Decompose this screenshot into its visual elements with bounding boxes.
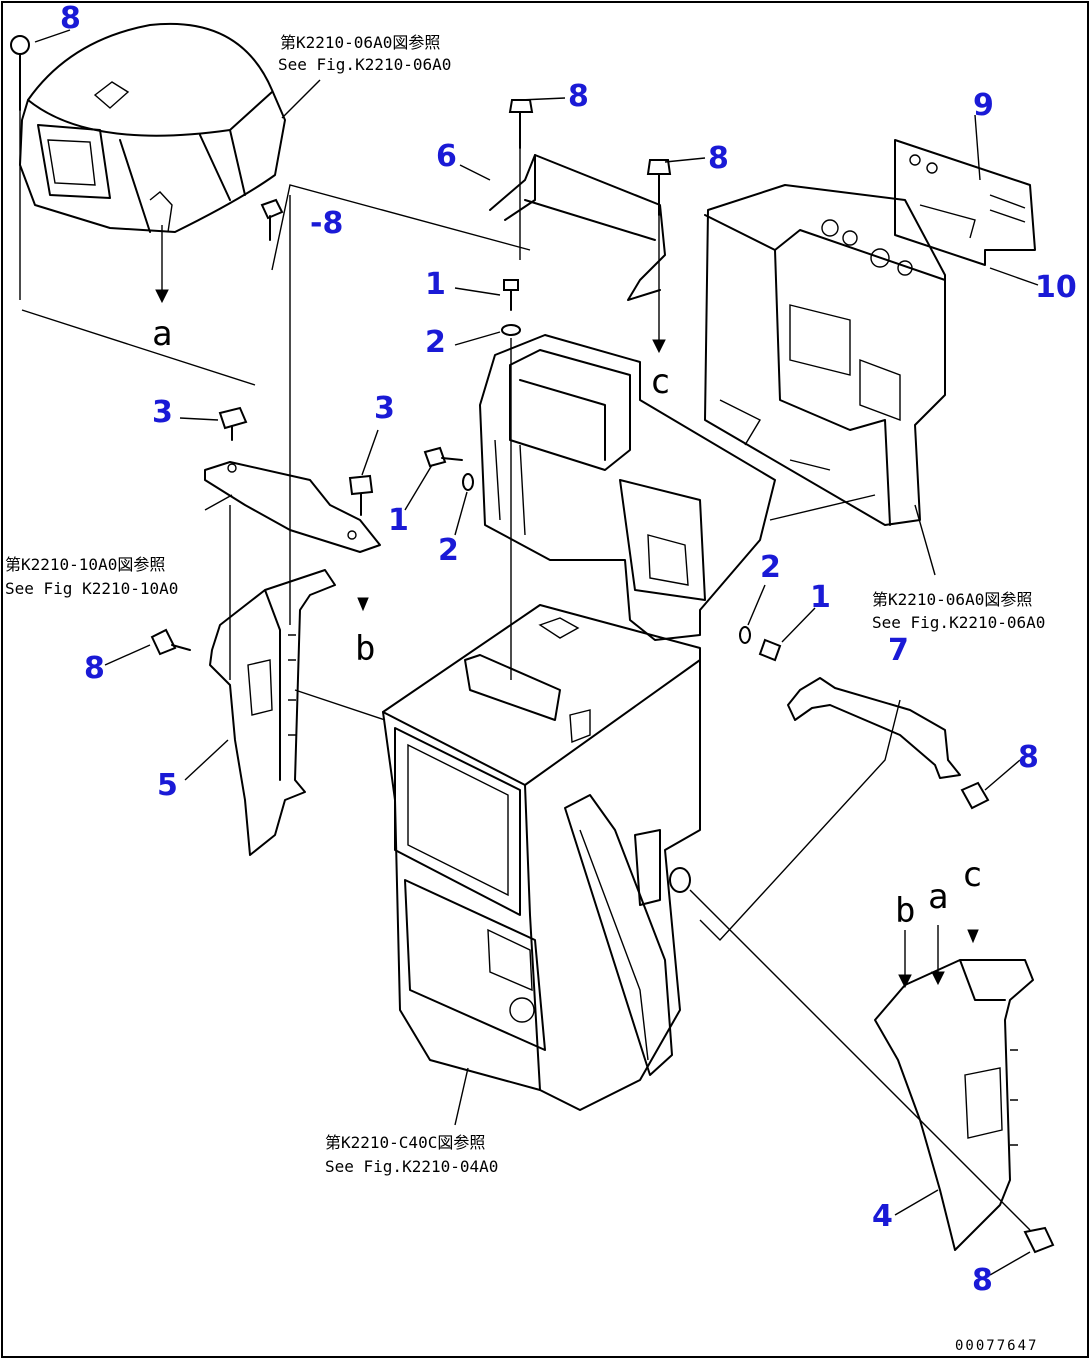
callout-8-canopy: -8 (310, 206, 343, 241)
leader-lines (34, 29, 1039, 1276)
reference-note-plate3: 第K2210-10A0図参照 See Fig K2210-10A0 (5, 555, 178, 598)
letter-b-bottom: b (895, 891, 915, 931)
clip-cable (669, 867, 691, 893)
bracket-6 (489, 154, 666, 301)
callout-1-top: 1 (425, 267, 446, 302)
callout-8-bracket6: 8 (568, 79, 589, 114)
callout-3-left: 3 (152, 395, 173, 430)
guide-bottom (689, 889, 1031, 1231)
bolt-3-right (348, 474, 374, 516)
letter-a-top: a (152, 314, 172, 354)
callout-8-left: 8 (84, 651, 105, 686)
ref-plate3-jp: 第K2210-10A0図参照 (5, 555, 165, 574)
guide-line (21, 309, 256, 386)
reference-note-housing: 第K2210-06A0図参照 See Fig.K2210-06A0 (872, 590, 1045, 632)
ref-canopy-jp: 第K2210-06A0図参照 (280, 33, 440, 52)
bolt-8-bracket6-right (646, 159, 672, 216)
bolt-8-right (960, 781, 990, 810)
bolt-1-right (758, 638, 782, 662)
reference-note-canopy: 第K2210-06A0図参照 See Fig.K2210-06A0 (278, 33, 451, 74)
canopy-cover (19, 22, 286, 233)
ref-housing-en: See Fig.K2210-06A0 (872, 613, 1045, 632)
bracket-5 (209, 569, 336, 856)
drawing-number: 00077647 (955, 1338, 1038, 1354)
arrow-b-bottom (898, 974, 912, 989)
callout-10: 10 (1035, 270, 1077, 305)
callout-4: 4 (872, 1199, 893, 1234)
callout-8-bracket6-right: 8 (708, 141, 729, 176)
callout-5: 5 (157, 768, 178, 803)
ref-column-jp: 第K2210-C40C図参照 (325, 1133, 485, 1152)
callout-3-right: 3 (374, 391, 395, 426)
arrow-b-mid (357, 597, 369, 612)
guide-line-2 (271, 184, 531, 271)
washer-2-mid (462, 473, 474, 491)
callout-8-bottom: 8 (972, 1263, 993, 1298)
callout-1-mid: 1 (388, 503, 409, 538)
bracket-4 (874, 959, 1034, 1251)
plate-3 (204, 461, 381, 553)
washer-2-right (739, 626, 751, 644)
bracket-7 (699, 677, 961, 942)
housing-9 (704, 184, 946, 526)
bolt-1-top (503, 279, 519, 311)
bolt-8-left (150, 628, 191, 656)
callout-8-right: 8 (1018, 740, 1039, 775)
callout-7: 7 (888, 633, 909, 668)
arrow-c (652, 339, 666, 354)
bolt-3-left (218, 406, 248, 441)
ref-plate3-en: See Fig K2210-10A0 (5, 579, 178, 598)
arrow-a-bottom (931, 971, 945, 986)
letter-b-mid: b (355, 629, 375, 669)
ref-column-en: See Fig.K2210-04A0 (325, 1157, 498, 1176)
arrow-c-bottom (967, 929, 979, 944)
callout-2-mid: 2 (438, 533, 459, 568)
control-column (382, 604, 701, 1111)
washer-2-top (501, 324, 521, 336)
panel-10 (894, 139, 1036, 266)
letter-c-mid: c (650, 362, 670, 402)
reference-note-column: 第K2210-C40C図参照 See Fig.K2210-04A0 (325, 1133, 498, 1176)
letter-a-bottom: a (928, 877, 948, 917)
bolt-8-bracket6 (508, 99, 534, 149)
bolt-8-canopy (260, 198, 284, 241)
callout-9: 9 (973, 88, 994, 123)
guide-5 (294, 689, 386, 721)
callout-6: 6 (436, 139, 457, 174)
ref-housing-jp: 第K2210-06A0図参照 (872, 590, 1032, 609)
arrow-a (155, 289, 169, 304)
callout-8-top-left: 8 (60, 1, 81, 36)
duct-housing (479, 334, 776, 641)
callout-2-top: 2 (425, 325, 446, 360)
callout-1-right: 1 (810, 580, 831, 615)
ref-canopy-en: See Fig.K2210-06A0 (278, 55, 451, 74)
bolt-8-top-left (10, 35, 30, 300)
bolt-1-mid (423, 446, 463, 468)
callout-2-right: 2 (760, 550, 781, 585)
letter-c-bottom: c (962, 855, 982, 895)
bolt-8-bottom (1023, 1226, 1055, 1254)
